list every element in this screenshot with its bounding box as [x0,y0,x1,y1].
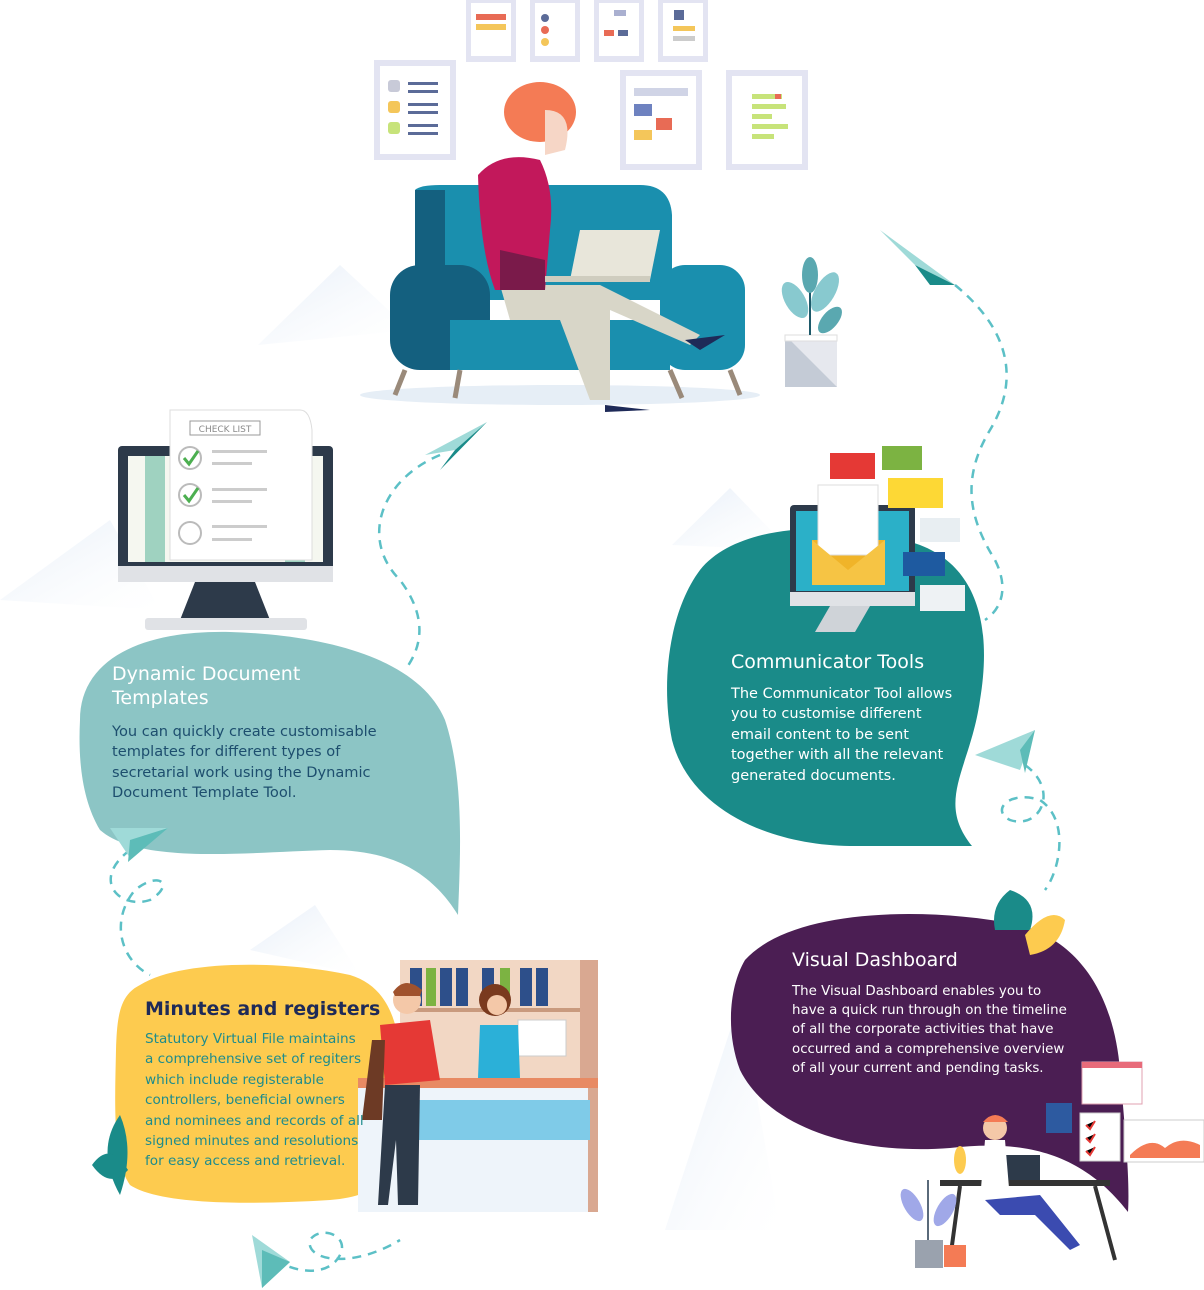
body-line: and nominees and records of all [145,1112,364,1129]
visual-dashboard-section: Visual Dashboard The Visual Dashboard en… [792,948,1082,1078]
dynamic-templates-bubble [79,631,461,915]
dashed-path [109,284,1061,1272]
paper-plane-icons [110,230,1035,1288]
section-title: Communicator Tools [731,651,925,673]
body-line: generated documents. [731,767,896,784]
title-line: Dynamic Document [112,663,301,685]
section-title: Visual Dashboard [792,949,958,971]
body-line: signed minutes and resolutions [145,1133,359,1150]
body-line: Statutory Virtual File maintains [145,1031,356,1047]
body-line: a comprehensive set of regiters [145,1051,362,1068]
checklist-monitor-illustration: CHECK LIST [118,409,333,630]
office-counter-illustration [358,960,598,1212]
body-line: email content to be sent [731,726,909,743]
body-line: The Communicator Tool allows [731,686,953,702]
body-line: The Visual Dashboard enables you to [792,984,1042,999]
section-body: Statutory Virtual File maintains a compr… [145,1029,385,1172]
checklist-label: CHECK LIST [199,425,252,435]
body-line: of all your current and pending tasks. [792,1060,1044,1076]
communicator-bubble [667,528,984,846]
section-body: You can quickly create customisable temp… [112,722,412,804]
person-on-sofa-illustration [360,82,760,412]
body-line: you to customise different [731,706,922,723]
body-line: Document Template Tool. [112,784,297,802]
dynamic-templates-section: Dynamic Document Templates You can quick… [112,662,412,804]
visual-dashboard-bubble [730,914,1129,1212]
section-body: The Visual Dashboard enables you to have… [792,982,1082,1078]
body-line: occurred and a comprehensive overview [792,1041,1065,1057]
body-line: of all the corporate activities that hav… [792,1022,1054,1038]
body-line: secretarial work using the Dynamic [112,763,371,781]
body-line: which include registerable [145,1071,325,1088]
body-line: You can quickly create customisable [112,723,377,740]
section-title: Minutes and registers [145,998,381,1020]
leaf-decoration [92,1115,128,1195]
email-monitor-illustration [790,446,965,632]
section-title: Dynamic Document Templates [112,662,412,710]
body-line: templates for different types of [112,743,341,761]
communicator-tools-section: Communicator Tools The Communicator Tool… [731,650,991,786]
minutes-registers-section: Minutes and registers Statutory Virtual … [145,997,385,1172]
plant-illustration [781,257,842,387]
minutes-bubble [115,964,401,1203]
body-line: together with all the relevant [731,747,944,764]
dashboard-worker-illustration [900,890,1204,1268]
section-body: The Communicator Tool allows you to cust… [731,684,991,786]
title-line: Templates [112,687,209,709]
body-line: have a quick run through on the timeline [792,1003,1067,1019]
body-line: for easy access and retrieval. [145,1153,346,1170]
body-line: controllers, beneficial owners [145,1092,345,1109]
document-thumbnails [374,0,808,170]
